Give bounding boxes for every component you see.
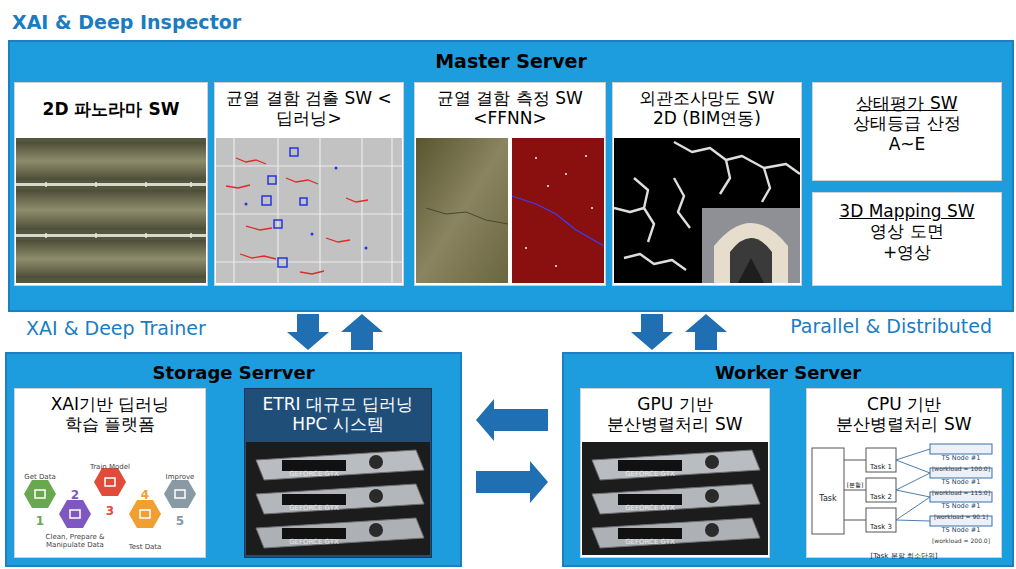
figure-text: Improve <box>166 473 195 481</box>
figure-text: [workload = 200.0] <box>932 538 990 545</box>
label-holder: [분할] <box>845 472 865 491</box>
label-holder: [Task 분할 최소단위] <box>844 543 964 562</box>
label-holder: Test Data <box>124 534 166 553</box>
box-heading: Worker Server <box>566 362 1010 384</box>
block-arrow <box>341 314 383 350</box>
label-holder: Train Model <box>83 454 137 473</box>
label-holder: GEFORCE GTX <box>282 495 346 514</box>
crack-measurement-image <box>416 138 604 283</box>
figure-text: Task 2 <box>870 493 892 501</box>
gpu-brand: GEFORCE GTX <box>625 538 675 546</box>
block-arrow <box>476 399 548 441</box>
step-number: 4 <box>141 489 149 503</box>
learning-platform-infographic <box>16 442 204 555</box>
server-panel: Master Server 2D 파노라마 SW <box>8 40 1014 312</box>
diagram-title: XAI & Deep Inspector <box>12 12 241 34</box>
label-holder: XAI & Deep Inspector <box>12 12 332 34</box>
module-box: GPU 기반 분산병렬처리 SW <box>580 388 770 558</box>
figure-text: Task 3 <box>870 523 892 531</box>
label-holder: GEFORCE GTX <box>618 495 682 514</box>
label-holder: 1 <box>32 510 48 529</box>
figure-text: [Task 분할 최소단위] <box>870 552 937 560</box>
label-holder: GEFORCE GTX <box>618 529 682 548</box>
gpu-brand: GEFORCE GTX <box>625 504 675 512</box>
label-holder: 4 <box>137 484 153 503</box>
box-heading: 3D Mapping SW <box>816 201 998 221</box>
gpu-cluster-photo <box>582 442 768 555</box>
label-holder: Task 1 <box>867 454 895 473</box>
gpu-brand: GEFORCE GTX <box>289 538 339 546</box>
box-heading: Storage Serrver <box>9 362 458 384</box>
label-holder: Improve <box>158 464 202 483</box>
box-heading: 균열 결함 검출 SW <딥러닝> <box>219 88 399 129</box>
crack-map-image <box>614 138 800 283</box>
box-heading: 균열 결함 측정 SW <FFNN> <box>420 88 600 129</box>
crack-detection-image <box>216 138 402 283</box>
module-box: 2D 파노라마 SW <box>14 82 208 286</box>
panorama-image <box>16 138 206 283</box>
label-holder: GEFORCE GTX <box>618 461 682 480</box>
figure-text: TS Node #1 <box>942 527 981 534</box>
box-heading: 상태평가 SW <box>816 93 998 113</box>
step-number: 2 <box>71 489 79 503</box>
figure-text: TS Node #1 <box>942 479 981 486</box>
figure-text: Train Model <box>90 463 130 471</box>
section-label: Parallel & Distributed <box>790 316 992 338</box>
figure-text: TS Node #1 <box>942 455 981 462</box>
figure-text: Test Data <box>129 543 162 551</box>
box-heading: Master Server <box>12 50 1010 73</box>
box-heading: XAI기반 딥러닝 학습 플랫폼 <box>35 394 185 435</box>
figure-text: [workload = 90.1] <box>934 514 988 521</box>
gpu-brand: GEFORCE GTX <box>289 504 339 512</box>
label-holder: 2 <box>67 484 83 503</box>
label-holder: Task <box>813 486 843 505</box>
figure-text: Task <box>819 494 836 503</box>
module-box: 상태평가 SW상태등급 산정 A~E <box>812 82 1002 181</box>
figure-text: TS Node #1 <box>942 503 981 510</box>
box-heading: CPU 기반 분산병렬처리 SW <box>829 394 979 435</box>
label-holder: GEFORCE GTX <box>282 529 346 548</box>
figure-text: [분할] <box>847 482 864 489</box>
figure-text: [workload = 100.0] <box>932 466 990 473</box>
label-holder: TS Node #1 <box>931 445 991 464</box>
figure-text: Clean, Prepare & Manipulate Data <box>37 533 113 549</box>
module-box: 3D Mapping SW영상 도면+영상 <box>812 192 1002 286</box>
box-heading: GPU 기반 분산병렬처리 SW <box>600 394 750 435</box>
figure-text: [workload = 115.0] <box>932 490 990 497</box>
label-holder: GEFORCE GTX <box>282 461 346 480</box>
figure-text: Get Data <box>24 473 55 481</box>
box-heading: 2D 파노라마 SW <box>18 99 204 119</box>
step-number: 3 <box>106 505 114 519</box>
label-holder: Task 2 <box>867 484 895 503</box>
label-holder: 3 <box>102 500 118 519</box>
box-body: 영상 도면+영상 <box>862 221 952 262</box>
block-arrow <box>631 314 673 350</box>
gpu-brand: GEFORCE GTX <box>289 470 339 478</box>
block-arrow <box>685 314 727 350</box>
module-box: 균열 결함 검출 SW <딥러닝> <box>214 82 404 286</box>
box-heading: ETRI 대규모 딥러닝 HPC 시스템 <box>248 394 428 435</box>
label-holder: Parallel & Distributed <box>692 316 992 338</box>
module-box: 균열 결함 측정 SW <FFNN> <box>414 82 606 286</box>
module-box: 외관조사망도 SW 2D (BIM연동) <box>612 82 802 286</box>
block-arrow <box>287 314 329 350</box>
step-number: 5 <box>176 515 184 529</box>
box-body: 상태등급 산정 A~E <box>847 113 967 154</box>
step-number: 1 <box>36 515 44 529</box>
gpu-brand: GEFORCE GTX <box>625 470 675 478</box>
block-arrow <box>476 461 548 503</box>
label-holder: XAI & Deep Trainer <box>26 318 276 340</box>
figure-text: Task 1 <box>870 463 892 471</box>
box-heading: 외관조사망도 SW 2D (BIM연동) <box>633 88 781 129</box>
label-holder: 5 <box>172 510 188 529</box>
label-holder: Task 3 <box>867 514 895 533</box>
section-label: XAI & Deep Trainer <box>26 318 206 340</box>
label-holder: Get Data <box>18 464 62 483</box>
label-holder: Clean, Prepare & Manipulate Data <box>37 532 113 551</box>
